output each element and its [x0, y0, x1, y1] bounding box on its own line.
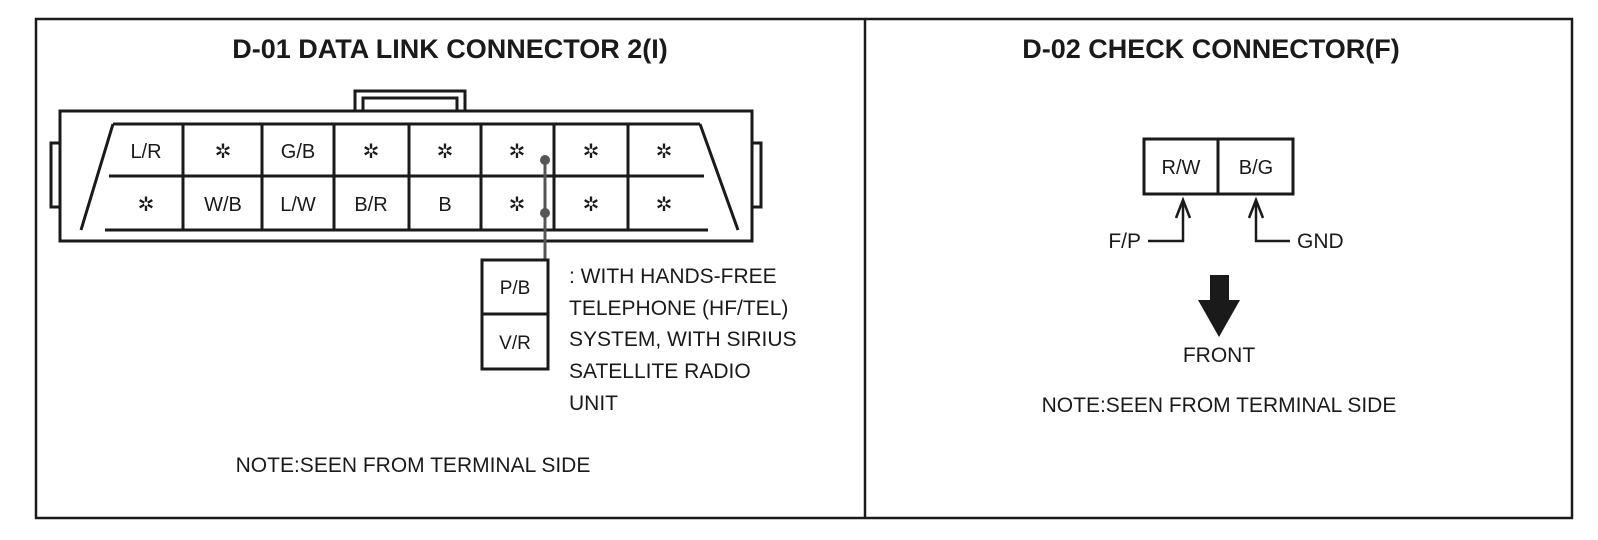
d01-pin-bottom-6: ✲	[509, 194, 526, 216]
d01-pin-bottom-4: B/R	[354, 194, 387, 216]
outer-frame	[34, 17, 1574, 520]
d01-option-note-line-1: : WITH HANDS-FREE	[569, 265, 777, 288]
d01-option-note-line-3: SYSTEM, WITH SIRIUS	[569, 328, 797, 351]
d01-option-note-line-2: TELEPHONE (HF/TEL)	[569, 297, 788, 320]
d01-pin-bottom-7: ✲	[583, 194, 600, 216]
d01-pin-top-3: G/B	[281, 141, 315, 163]
d02-note: NOTE:SEEN FROM TERMINAL SIDE	[1042, 394, 1397, 417]
d02-left-label: F/P	[1108, 230, 1141, 253]
d02-pin-1: R/W	[1162, 157, 1201, 179]
d02-gnd-pointer-icon	[1247, 196, 1290, 243]
d01-pin-bottom-3: L/W	[280, 194, 316, 216]
panel-d01: D-01 DATA LINK CONNECTOR 2(I) L/R	[49, 34, 797, 477]
d01-connector-housing	[49, 89, 763, 243]
d01-option-leader	[540, 155, 550, 260]
d01-pin-bottom-1: ✲	[138, 194, 155, 216]
d01-pin-top-4: ✲	[363, 141, 380, 163]
d01-pin-bottom-5: B	[438, 194, 451, 216]
d02-connector	[1142, 137, 1295, 196]
d01-pin-grid	[105, 122, 708, 232]
d01-option-pin-2: V/R	[499, 333, 531, 354]
d01-pin-top-2: ✲	[215, 141, 232, 163]
d01-pin-top-8: ✲	[656, 141, 673, 163]
d01-pin-top-6: ✲	[509, 141, 526, 163]
d02-pin-2: B/G	[1239, 157, 1273, 179]
d01-title: D-01 DATA LINK CONNECTOR 2(I)	[232, 34, 668, 64]
d02-direction-label: FRONT	[1183, 344, 1255, 367]
d01-option-pin-box	[480, 258, 550, 371]
d01-pin-bottom-2: W/B	[204, 194, 242, 216]
d01-option-note-line-5: UNIT	[569, 392, 618, 415]
d01-note: NOTE:SEEN FROM TERMINAL SIDE	[236, 454, 591, 477]
d01-pin-bottom-8: ✲	[656, 194, 673, 216]
d01-option-note-line-4: SATELLITE RADIO	[569, 360, 751, 383]
front-arrow-icon	[1198, 275, 1240, 337]
d02-right-label: GND	[1297, 230, 1344, 253]
d01-option-pin-1: P/B	[500, 278, 531, 299]
d02-fp-pointer-icon	[1148, 196, 1192, 243]
d01-pin-top-7: ✲	[583, 141, 600, 163]
panel-d02: D-02 CHECK CONNECTOR(F) R/W B/G F/P GND …	[1022, 34, 1400, 417]
d02-title: D-02 CHECK CONNECTOR(F)	[1022, 34, 1400, 64]
d01-pin-top-5: ✲	[437, 141, 454, 163]
d01-pin-top-1: L/R	[130, 141, 161, 163]
